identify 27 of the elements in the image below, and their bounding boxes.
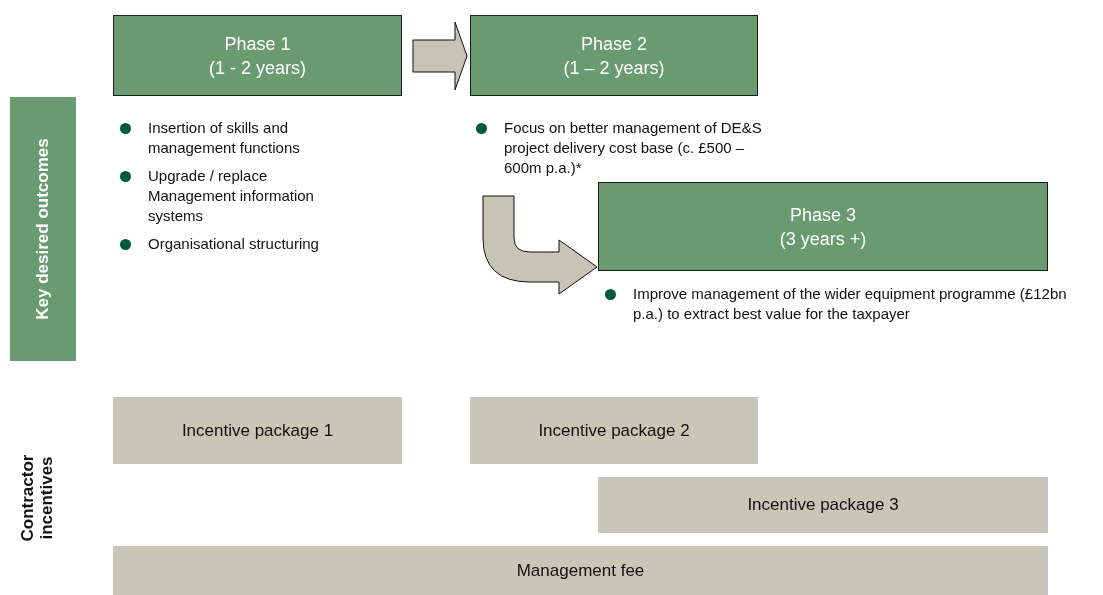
bar-label: Management fee <box>516 560 645 581</box>
bar-label: Incentive package 1 <box>181 420 334 441</box>
phase-duration: (3 years +) <box>779 227 867 251</box>
incentive-bar <box>113 397 402 464</box>
block-arrow <box>412 21 468 91</box>
phase-duration: (1 – 2 years) <box>563 56 665 80</box>
bullet-text: Improve management of the wider equipment programme (£12bn p.a.) to extract best value for the taxpayer <box>633 285 1067 322</box>
incentive-bar <box>470 397 758 464</box>
block-arrow <box>482 195 598 295</box>
vertical-heading: Key desired outcomes <box>33 138 53 320</box>
phase-title: Phase 3 <box>789 203 857 227</box>
phase-title: Phase 1 <box>224 32 291 56</box>
vertical-heading: Contractor incentives <box>18 453 56 544</box>
phase-box <box>113 15 402 96</box>
bullet-text: Organisational structuring <box>148 235 319 252</box>
bar-label: Incentive package 3 <box>747 495 899 515</box>
side-band <box>10 97 76 361</box>
phase-box <box>470 15 758 96</box>
phase-duration: (1 - 2 years) <box>209 56 306 80</box>
bullet-text: Insertion of skills and management functions <box>148 119 300 156</box>
bullet-text: Focus on better management of DE&S project delivery cost base (c. £500 – 600m p.a.)* <box>504 119 762 176</box>
fee-bar <box>113 546 1048 595</box>
incentive-bar <box>598 477 1048 533</box>
phase-title: Phase 2 <box>580 32 648 56</box>
phase-box <box>598 182 1048 271</box>
bullet-text: Upgrade / replace Management information systems <box>148 167 314 224</box>
bar-label: Incentive package 2 <box>538 420 690 441</box>
